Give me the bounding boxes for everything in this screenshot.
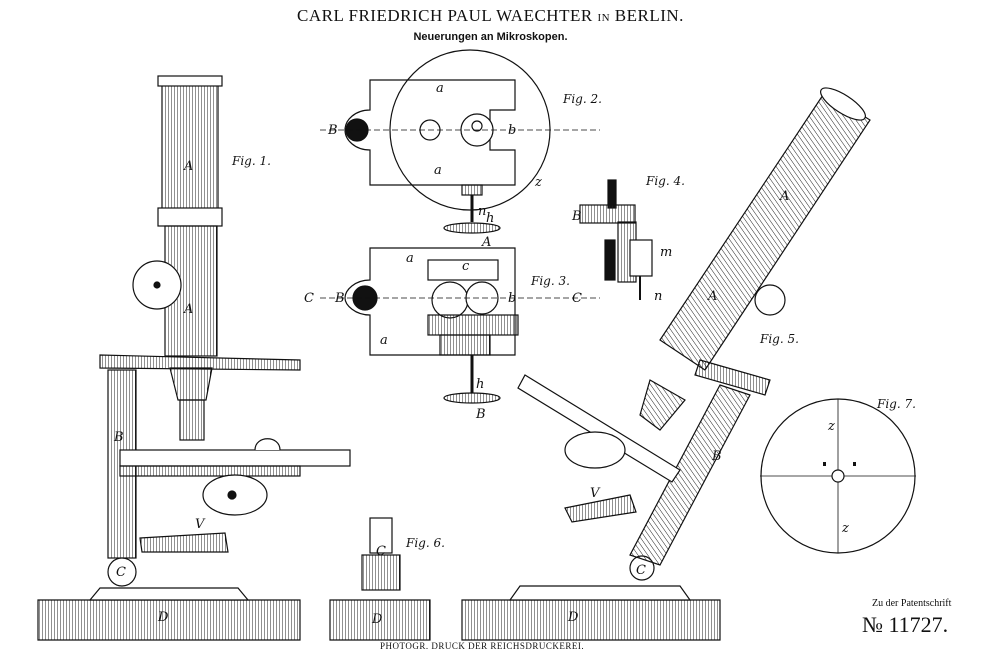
part-A-fig2: A <box>481 235 491 250</box>
fig5-label: Fig. 5. <box>759 332 799 346</box>
part-A-fig1-lower: A <box>183 302 193 317</box>
part-A2-fig5: A <box>707 289 717 304</box>
patent-number: № 11727. <box>862 612 949 637</box>
fig3-mechanism <box>320 247 600 404</box>
fig7-disc <box>760 398 916 554</box>
part-a-fig3: a <box>406 251 414 266</box>
part-a2-fig2: a <box>434 163 442 178</box>
part-b-fig2: b <box>508 123 516 138</box>
part-b-fig3: b <box>508 291 516 306</box>
fig4-label: Fig. 4. <box>645 174 685 188</box>
part-B-fig2: B <box>327 123 338 138</box>
printer-note: PHOTOGR. DRUCK DER REICHSDRUCKEREI. <box>380 641 585 651</box>
part-V-fig1: V <box>195 517 206 532</box>
title-city: BERLIN. <box>614 6 684 25</box>
part-A-fig1: A <box>183 159 193 174</box>
part-z-fig7: z <box>827 419 835 434</box>
part-C-fig5: C <box>636 563 646 578</box>
part-C2-fig3: C <box>572 291 582 306</box>
fig6-label: Fig. 6. <box>405 536 445 550</box>
title-name: CARL FRIEDRICH PAUL WAECHTER <box>297 6 593 25</box>
patent-label: Zu der Patentschrift <box>872 598 952 609</box>
part-n-fig2: n <box>478 204 486 219</box>
fig5-microscope-inclined <box>461 87 871 641</box>
part-V-fig5: V <box>590 486 601 501</box>
fig6-detail <box>329 517 431 641</box>
fig3-label: Fig. 3. <box>530 274 570 288</box>
part-a2-fig3: a <box>380 333 388 348</box>
fig2-plan-view <box>320 49 600 234</box>
part-A-fig5: A <box>779 189 789 204</box>
part-D-fig5: D <box>567 610 579 625</box>
part-c-fig3: c <box>462 259 470 274</box>
part-C-fig6: C <box>376 544 386 559</box>
part-B-fig1: B <box>113 430 124 445</box>
part-h-fig2: h <box>486 211 494 226</box>
page-subtitle: Neuerungen an Mikroskopen. <box>413 31 568 43</box>
part-z2-fig7: z <box>841 521 849 536</box>
part-C-fig3: C <box>304 291 314 306</box>
title-in: IN <box>597 12 611 24</box>
part-B-fig4: B <box>571 209 582 224</box>
fig7-label: Fig. 7. <box>876 397 916 411</box>
part-D-fig1: D <box>157 610 169 625</box>
part-m-fig4: m <box>660 245 672 260</box>
page-title: CARL FRIEDRICH PAUL WAECHTER IN BERLIN. <box>0 6 981 26</box>
fig2-label: Fig. 2. <box>562 92 602 106</box>
part-D-fig6: D <box>371 612 383 627</box>
part-C-fig1: C <box>116 565 126 580</box>
part-n-fig4: n <box>654 289 662 304</box>
part-B-fig5: B <box>711 449 722 464</box>
fig4-section <box>579 179 653 300</box>
part-z-fig2: z <box>534 175 542 190</box>
part-h-fig3: h <box>476 377 484 392</box>
part-B-fig3: B <box>334 291 345 306</box>
fig1-label: Fig. 1. <box>231 154 271 168</box>
part-a-fig2: a <box>436 81 444 96</box>
part-B2-fig3: B <box>475 407 486 422</box>
fig1-microscope <box>37 75 351 641</box>
